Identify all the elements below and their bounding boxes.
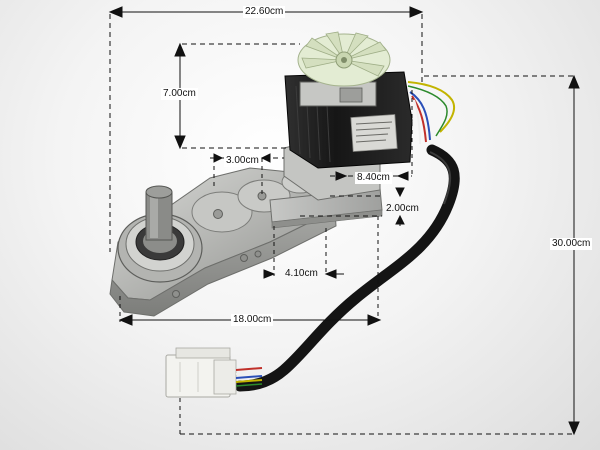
dimension-line-overall-height <box>179 74 580 436</box>
label-motor-height: 7.00cm <box>161 88 198 100</box>
label-shaft-spacing: 3.00cm <box>224 155 261 167</box>
dimension-line-gear-step <box>263 226 344 279</box>
electric-motor <box>284 71 413 169</box>
label-housing-length: 18.00cm <box>231 314 274 326</box>
label-gear-step: 4.10cm <box>285 268 318 279</box>
cooling-fan <box>297 31 391 87</box>
dimension-line-plate-step <box>300 187 405 318</box>
connector-wires <box>235 367 263 387</box>
motor-wires <box>407 81 456 145</box>
output-bearing <box>117 213 203 283</box>
output-shaft <box>145 185 173 241</box>
label-plate-step: 2.00cm <box>386 203 419 214</box>
electrical-connector <box>165 347 237 398</box>
label-overall-height: 30.00cm <box>550 238 593 250</box>
label-motor-offset: 8.40cm <box>355 172 392 184</box>
power-cable <box>234 144 460 392</box>
label-overall-width: 22.60cm <box>243 6 286 18</box>
